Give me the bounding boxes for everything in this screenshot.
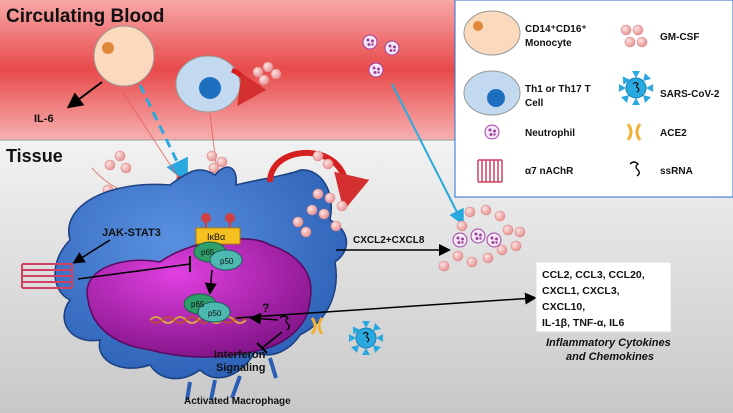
legend-tcell-line2: Cell xyxy=(525,98,544,109)
nachr-receptor-membrane xyxy=(21,263,73,289)
cytokine-caption-line1: Inflammatory Cytokines xyxy=(546,337,671,349)
legend-neutrophil-label: Neutrophil xyxy=(525,128,575,139)
question-mark: ? xyxy=(262,301,269,315)
jak-stat3-label: JAK-STAT3 xyxy=(102,227,161,239)
t-cell xyxy=(175,55,241,113)
cxcl-label: CXCL2+CXCL8 xyxy=(353,235,425,246)
p65-label: p65 xyxy=(201,248,215,257)
p50-nuclear-label: p50 xyxy=(208,309,222,318)
legend-monocyte-icon xyxy=(463,10,521,56)
legend-tcell-line1: Th1 or Th17 T xyxy=(525,84,591,95)
legend-ace2-icon xyxy=(626,123,642,141)
cytokine-box xyxy=(535,261,672,333)
cytokine-line-3: CXCL10, xyxy=(542,301,585,313)
legend-tcell-icon xyxy=(463,70,521,116)
nfkb-nuclear: p65 p50 xyxy=(183,293,231,323)
cytokine-caption-line2: and Chemokines xyxy=(566,351,654,363)
cytokine-line-4: IL-1β, TNF-α, IL6 xyxy=(542,317,624,329)
p65-nuclear-label: p65 xyxy=(191,300,205,309)
legend-ssrna-label: ssRNA xyxy=(660,166,693,177)
legend-monocyte-line2: Monocyte xyxy=(525,38,572,49)
cytokine-line-1: CCL2, CCL3, CCL20, xyxy=(542,269,645,281)
p50-label: p50 xyxy=(220,257,234,266)
legend-ace2-label: ACE2 xyxy=(660,128,687,139)
interferon-label-line2: Signaling xyxy=(216,362,266,374)
tissue-label: Tissue xyxy=(6,146,63,166)
ikba-complex: IκBα p65 p50 xyxy=(193,213,243,271)
blood-label: Circulating Blood xyxy=(6,6,164,27)
il6-label: IL-6 xyxy=(34,113,54,125)
legend-nachr-label: α7 nAChR xyxy=(525,166,574,177)
macrophage-label: Activated Macrophage xyxy=(184,396,291,407)
cytokine-line-2: CXCL1, CXCL3, xyxy=(542,285,620,297)
legend-monocyte-line1: CD14⁺CD16⁺ xyxy=(525,24,587,35)
ikba-label: IκBα xyxy=(207,232,225,242)
legend-ssrna-icon xyxy=(629,161,640,177)
ssrna-cytoplasm xyxy=(279,315,290,331)
legend-nachr-icon xyxy=(477,159,503,183)
monocyte-cell xyxy=(93,25,155,87)
legend-sars-label: SARS-CoV-2 xyxy=(660,89,720,100)
interferon-label-line1: Interferon xyxy=(214,349,266,361)
legend-gmcsf-label: GM-CSF xyxy=(660,32,699,43)
ace2-receptor xyxy=(310,317,324,335)
legend-neutrophil-icon xyxy=(484,124,500,140)
